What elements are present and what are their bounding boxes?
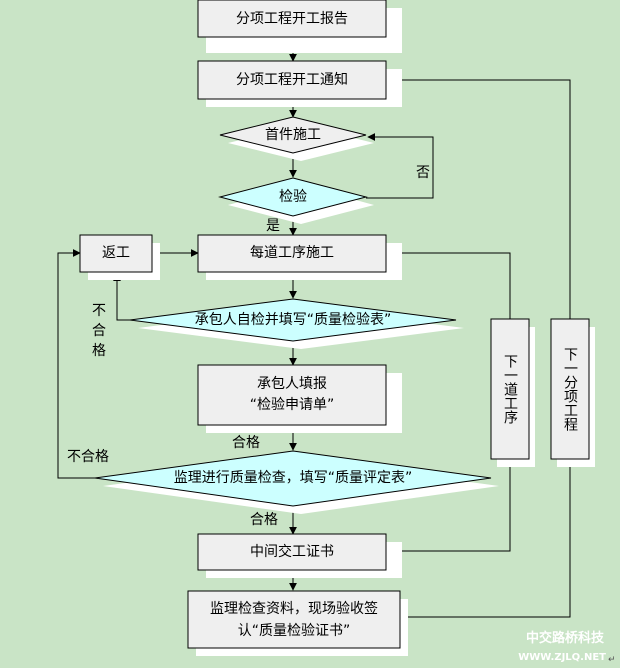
return-mark-icon: ↵ [608, 655, 616, 665]
edge-supervise-fail-to-rework [57, 249, 100, 479]
supervise-label: 监理进行质量检查，填写“质量评定表” [174, 470, 413, 486]
node-inspect: 检验 [218, 177, 374, 224]
rework-label: 返工 [102, 245, 130, 261]
each-process-label: 每道工序施工 [250, 245, 334, 261]
next-process-label: 下一道工序 [502, 354, 518, 425]
edge-interim-to-next-process [386, 459, 511, 552]
node-each-process: 每道工序施工 [197, 234, 402, 280]
node-first-piece: 首件施工 [219, 116, 374, 161]
edge-inspect-fail-loop [366, 133, 434, 199]
watermark-name: 中交路桥科技 [526, 630, 605, 646]
apply-label-line1: 承包人填报 [257, 376, 327, 392]
node-start-notice: 分项工程开工通知 [197, 60, 402, 107]
next-subproject-label: 下一分项工程 [562, 347, 578, 432]
label-no: 否 [416, 165, 430, 181]
label-fail-supervise: 不合格 [67, 449, 109, 465]
final-check-label-line1: 监理检查资料，现场验收签 [210, 600, 378, 617]
apply-label-line2: “检验申请单” [250, 397, 335, 413]
label-yes: 是 [266, 218, 280, 234]
inspect-label: 检验 [279, 189, 307, 205]
node-supervise: 监理进行质量检查，填写“质量评定表” [94, 450, 499, 514]
node-apply: 承包人填报 “检验申请单” [197, 364, 402, 433]
node-next-subproject: 下一分项工程 [550, 318, 595, 467]
start-report-label: 分项工程开工报告 [236, 11, 348, 27]
node-start-report: 分项工程开工报告 [197, 0, 402, 53]
start-notice-label: 分项工程开工通知 [236, 71, 348, 88]
watermark-site: WWW.ZJLQ.NET [518, 652, 606, 663]
interim-cert-label: 中间交工证书 [250, 543, 334, 560]
edge-next-subproject-to-notice [387, 76, 571, 319]
edge-next-process-to-each-process [387, 249, 511, 319]
label-fail-self-3: 格 [92, 343, 106, 359]
node-next-process: 下一道工序 [490, 318, 535, 467]
label-fail-self-2: 合 [92, 323, 106, 339]
label-pass-lower: 合格 [250, 512, 278, 528]
self-check-label: 承包人自检并填写“质量检验表” [195, 312, 392, 328]
edge-final-to-next-subproject [400, 459, 571, 618]
node-rework: 返工 [79, 234, 160, 280]
label-fail-self-1: 不 [92, 303, 106, 319]
final-check-label-line2: 认“质量检验证书” [238, 623, 351, 639]
edge-self-check-fail-to-rework [113, 273, 140, 321]
edge-labels: 否 是 不 合 格 合格 不合格 合格 [67, 165, 430, 528]
label-pass-upper: 合格 [232, 435, 260, 451]
first-piece-label: 首件施工 [265, 127, 321, 143]
node-interim-cert: 中间交工证书 [197, 533, 402, 578]
node-self-check: 承包人自检并填写“质量检验表” [129, 298, 464, 349]
watermark: 中交路桥科技 WWW.ZJLQ.NET ↵ [518, 630, 615, 665]
node-final-check: 监理检查资料，现场验收签 认“质量检验证书” [187, 590, 408, 656]
